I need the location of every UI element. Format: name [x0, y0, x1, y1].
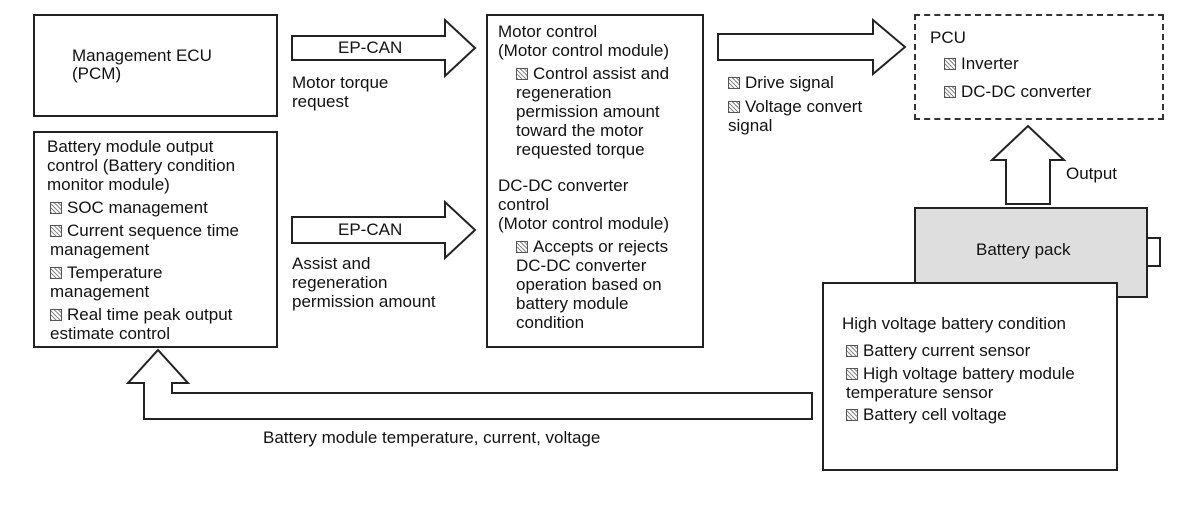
motor-control-box: Motor control (Motor control module) Con… [486, 14, 704, 348]
battery-control-item-cont: estimate control [50, 324, 170, 343]
assist-caption-3: permission amount [292, 292, 436, 311]
pcu-box: PCU Inverter DC-DC converter [914, 14, 1164, 120]
bullet-icon [846, 345, 858, 357]
battery-control-item: Current sequence time [50, 221, 239, 241]
pcu-item-inverter: Inverter [944, 54, 1019, 74]
bullet-icon [944, 86, 956, 98]
bullet-icon [728, 77, 740, 89]
drive-signal-label: Drive signal [728, 73, 834, 93]
hv-condition-item: Battery current sensor [846, 341, 1030, 361]
voltage-signal-label: Voltage convert [728, 97, 862, 117]
bullet-icon [50, 267, 62, 279]
pcu-title: PCU [930, 28, 966, 47]
dcdc-control-item-cont: condition [516, 313, 585, 332]
bullet-icon [846, 368, 858, 380]
battery-control-item: SOC management [50, 198, 208, 218]
hv-condition-item: High voltage battery module [846, 364, 1075, 384]
dcdc-control-title-2: control [498, 195, 550, 214]
pcu-item-dcdc: DC-DC converter [944, 82, 1091, 102]
motor-torque-caption: Motor torque [292, 73, 389, 92]
bullet-icon [944, 58, 956, 70]
battery-control-title-3: monitor module) [47, 175, 170, 194]
battery-control-item-cont: management [50, 240, 150, 259]
hv-condition-box: High voltage battery condition Battery c… [822, 282, 1118, 471]
dcdc-control-item-cont: operation based on [516, 275, 662, 294]
ep-can-arrow-mid [291, 199, 477, 261]
assist-caption-1: Assist and [292, 254, 371, 273]
management-ecu-sublabel: (PCM) [72, 64, 122, 83]
assist-caption-2: regeneration [292, 273, 388, 292]
motor-control-item: Control assist and [516, 64, 669, 84]
bullet-icon [50, 225, 62, 237]
motor-control-title: Motor control [498, 22, 598, 41]
dcdc-control-item-cont: battery module [516, 294, 629, 313]
battery-control-item: Real time peak output [50, 305, 232, 325]
dcdc-control-item: Accepts or rejects [516, 237, 668, 257]
ep-can-label-mid: EP-CAN [338, 220, 403, 239]
output-arrow [989, 124, 1067, 205]
motor-control-subtitle: (Motor control module) [498, 41, 670, 60]
management-ecu-label: Management ECU [72, 46, 212, 65]
battery-control-box: Battery module output control (Battery c… [33, 131, 278, 348]
management-ecu-box: Management ECU (PCM) [33, 14, 278, 117]
pcu-signal-arrow [717, 17, 907, 77]
ep-can-label-top: EP-CAN [338, 38, 403, 57]
hv-condition-title: High voltage battery condition [842, 314, 1066, 333]
voltage-signal-label-cont: signal [728, 116, 773, 135]
output-label: Output [1066, 164, 1118, 183]
battery-control-title-1: Battery module output [47, 137, 214, 156]
motor-torque-caption-2: request [292, 92, 349, 111]
feedback-label: Battery module temperature, current, vol… [263, 428, 601, 447]
motor-control-item-cont: regeneration [516, 83, 612, 102]
motor-control-item-cont: permission amount [516, 102, 660, 121]
bullet-icon [516, 241, 528, 253]
battery-control-title-2: control (Battery condition [47, 156, 236, 175]
motor-control-item-cont: requested torque [516, 140, 645, 159]
bullet-icon [846, 409, 858, 421]
bullet-icon [50, 202, 62, 214]
battery-control-item: Temperature [50, 263, 162, 283]
motor-control-item-cont: toward the motor [516, 121, 644, 140]
ep-can-arrow-top [291, 17, 477, 79]
battery-control-item-cont: management [50, 282, 150, 301]
bullet-icon [50, 309, 62, 321]
battery-terminal [1146, 237, 1161, 267]
dcdc-control-title: DC-DC converter [498, 176, 629, 195]
hv-condition-item: Battery cell voltage [846, 405, 1007, 425]
dcdc-control-item-cont: DC-DC converter [516, 256, 647, 275]
bullet-icon [728, 101, 740, 113]
hv-condition-item-cont: temperature sensor [846, 383, 994, 402]
battery-pack-label: Battery pack [976, 240, 1071, 259]
bullet-icon [516, 68, 528, 80]
feedback-arrow [125, 348, 813, 420]
dcdc-control-subtitle: (Motor control module) [498, 214, 670, 233]
